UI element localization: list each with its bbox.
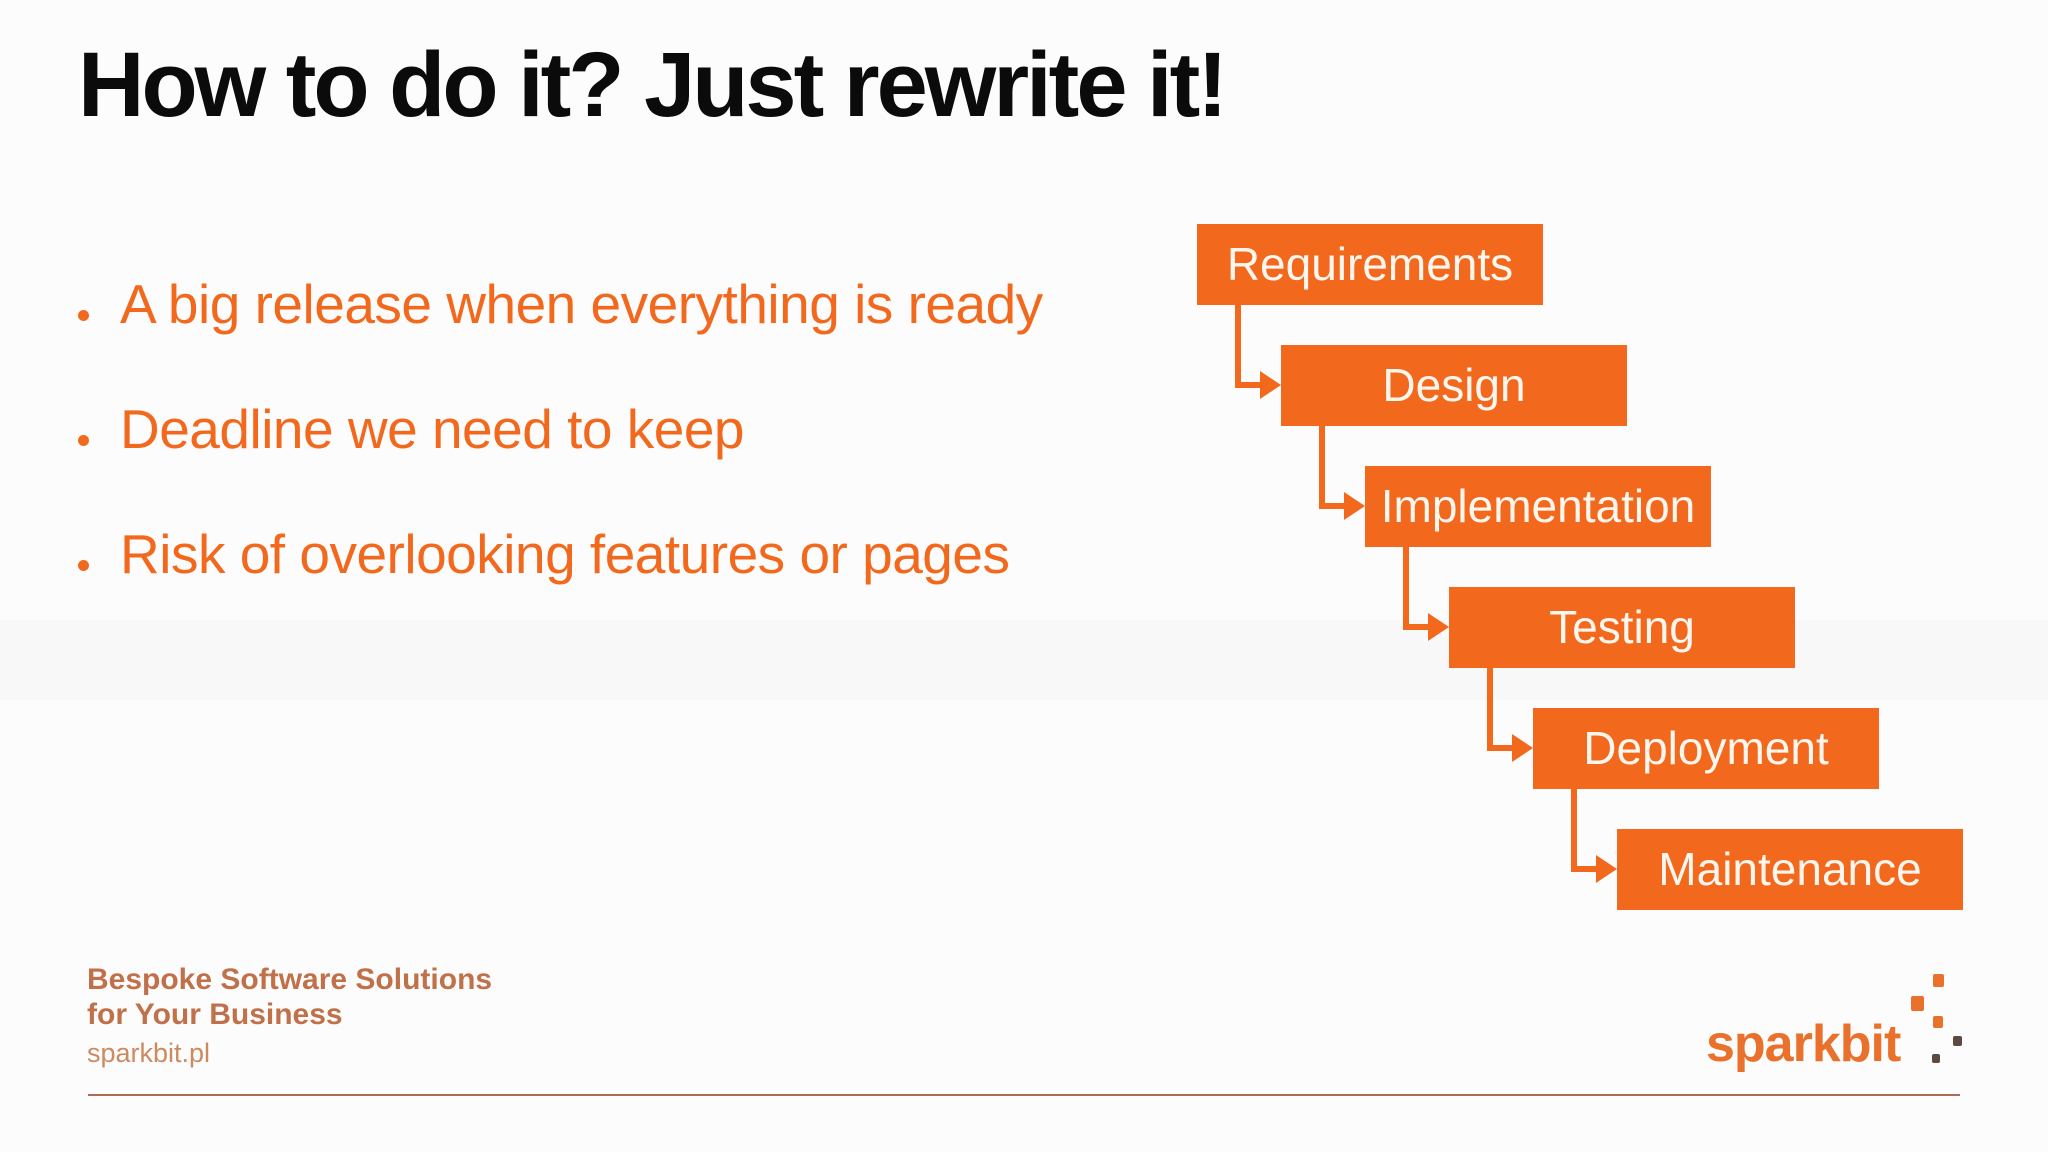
footer-divider	[88, 1094, 1960, 1096]
stage-box-maintenance: Maintenance	[1617, 829, 1963, 910]
bullet-dot	[78, 560, 89, 571]
stage-box-requirements: Requirements	[1197, 224, 1543, 305]
bullet-item: Risk of overlooking features or pages	[73, 522, 1010, 586]
flow-connector-horizontal	[1487, 745, 1515, 751]
stage-box-implementation: Implementation	[1365, 466, 1711, 547]
bullet-item: Deadline we need to keep	[73, 397, 745, 461]
arrowhead-icon	[1344, 492, 1365, 520]
flow-connector-horizontal	[1403, 624, 1431, 630]
slide-title: How to do it? Just rewrite it!	[78, 34, 1228, 136]
flow-connector-vertical	[1319, 426, 1325, 509]
footer-website: sparkbit.pl	[87, 1038, 211, 1068]
stage-box-testing: Testing	[1449, 587, 1795, 668]
arrowhead-icon	[1596, 855, 1617, 883]
bullet-dot	[78, 310, 89, 321]
flow-connector-vertical	[1235, 305, 1241, 388]
logo-dot	[1933, 1016, 1943, 1028]
flow-connector-vertical	[1487, 668, 1493, 751]
flow-connector-horizontal	[1319, 503, 1347, 509]
arrowhead-icon	[1428, 613, 1449, 641]
bullet-dot	[78, 435, 89, 446]
bullet-text: A big release when everything is ready	[120, 273, 1043, 335]
flow-connector-vertical	[1403, 547, 1409, 630]
bullet-item: A big release when everything is ready	[73, 272, 1043, 336]
footer-tagline-line1: Bespoke Software Solutions	[87, 963, 493, 996]
bullet-text: Risk of overlooking features or pages	[120, 523, 1010, 585]
bullet-text: Deadline we need to keep	[120, 398, 745, 460]
arrowhead-icon	[1512, 734, 1533, 762]
flow-connector-horizontal	[1235, 382, 1263, 388]
logo-dot	[1911, 996, 1924, 1011]
flow-connector-horizontal	[1571, 866, 1599, 872]
logo-dot	[1933, 974, 1944, 987]
stage-box-deployment: Deployment	[1533, 708, 1879, 789]
arrowhead-icon	[1260, 371, 1281, 399]
footer-tagline: Bespoke Software Solutions for Your Busi…	[87, 962, 492, 1069]
footer-tagline-line2: for Your Business	[87, 998, 343, 1031]
logo-dot	[1932, 1054, 1940, 1063]
logo-dot	[1953, 1036, 1962, 1046]
stage-box-design: Design	[1281, 345, 1627, 426]
sparkbit-logo-wordmark: sparkbit	[1706, 1015, 1901, 1073]
flow-connector-vertical	[1571, 789, 1577, 872]
